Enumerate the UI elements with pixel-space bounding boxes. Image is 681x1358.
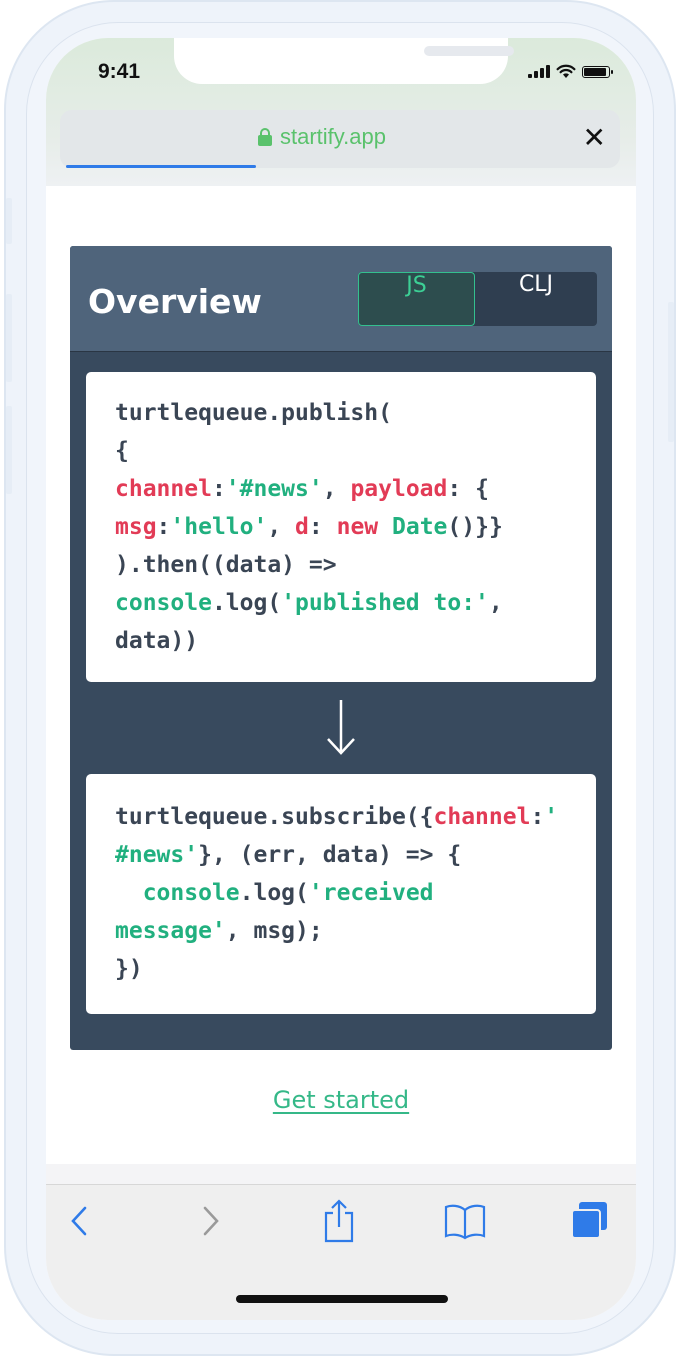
home-indicator[interactable] bbox=[236, 1295, 448, 1303]
code-token: , bbox=[322, 476, 351, 502]
code-line: data)) bbox=[115, 622, 596, 660]
code-token bbox=[378, 514, 392, 540]
browser-toolbar bbox=[46, 1184, 636, 1320]
code-token: : bbox=[530, 804, 545, 830]
tab-clj[interactable]: CLJ bbox=[518, 272, 554, 297]
page-bottom-strip bbox=[46, 1164, 636, 1186]
phone-screen: 9:41 startify.app ✕ Overview JS bbox=[46, 38, 636, 1320]
code-token: , bbox=[267, 514, 296, 540]
address-bar[interactable]: startify.app ✕ bbox=[60, 110, 620, 168]
subscribe-code-block: turtlequeue.subscribe({channel:'#news'},… bbox=[86, 774, 596, 1014]
code-token: '#news' bbox=[225, 476, 323, 502]
status-icons bbox=[528, 64, 613, 79]
get-started-container: Get started bbox=[46, 1086, 636, 1114]
browser-top-bar: 9:41 startify.app ✕ bbox=[46, 38, 636, 186]
code-token: .log( bbox=[239, 880, 309, 906]
code-token: channel bbox=[433, 804, 531, 830]
code-token: : bbox=[211, 476, 226, 502]
code-token: ' bbox=[544, 804, 559, 830]
url-text: startify.app bbox=[280, 124, 386, 149]
code-token: turtlequeue.subscribe({ bbox=[115, 804, 434, 830]
overview-title: Overview bbox=[88, 282, 262, 321]
code-line: channel:'#news', payload: { bbox=[115, 470, 596, 508]
publish-code-block: turtlequeue.publish({channel:'#news', pa… bbox=[86, 372, 596, 682]
code-token: : { bbox=[447, 476, 489, 502]
code-token: { bbox=[115, 438, 129, 464]
code-token bbox=[115, 880, 143, 906]
forward-icon[interactable] bbox=[186, 1199, 236, 1243]
lock-icon bbox=[258, 128, 272, 146]
code-token: data)) bbox=[115, 628, 199, 654]
code-token: 'published to:' bbox=[281, 590, 489, 616]
code-token: : bbox=[308, 514, 337, 540]
code-line: turtlequeue.publish( bbox=[115, 394, 596, 432]
back-icon[interactable] bbox=[54, 1199, 104, 1243]
share-icon[interactable] bbox=[314, 1199, 364, 1243]
code-token: : bbox=[156, 514, 171, 540]
code-token: payload bbox=[350, 476, 448, 502]
code-token: }) bbox=[115, 956, 143, 982]
mute-switch bbox=[6, 198, 12, 244]
code-line: console.log('received bbox=[115, 874, 596, 912]
code-token: channel bbox=[115, 476, 212, 502]
speaker-grille bbox=[424, 46, 514, 56]
overview-header: Overview JS CLJ bbox=[70, 246, 612, 352]
language-toggle: JS CLJ bbox=[358, 272, 597, 326]
overview-panel: Overview JS CLJ turtlequeue.publish( { cha… bbox=[70, 246, 612, 1050]
code-token: , msg); bbox=[225, 918, 323, 944]
code-line: console.log('published to:', bbox=[115, 584, 596, 622]
power-button bbox=[668, 302, 674, 442]
code-token: , bbox=[488, 590, 503, 616]
code-line: }) bbox=[115, 950, 596, 988]
close-icon[interactable]: ✕ bbox=[582, 121, 606, 154]
code-token: ).then((data) => bbox=[115, 552, 337, 578]
page-load-progress bbox=[66, 165, 257, 168]
code-token: .log( bbox=[211, 590, 282, 616]
code-line: turtlequeue.subscribe({channel:' bbox=[115, 798, 596, 836]
code-line: #news'}, (err, data) => { bbox=[115, 836, 596, 874]
notch bbox=[174, 38, 514, 84]
code-line: ).then((data) => bbox=[115, 546, 596, 584]
get-started-link[interactable]: Get started bbox=[272, 1086, 410, 1114]
arrow-down-icon bbox=[327, 700, 355, 755]
wifi-icon bbox=[556, 64, 576, 78]
status-time: 9:41 bbox=[98, 60, 141, 83]
code-token: }, (err, data) => { bbox=[198, 842, 462, 868]
volume-down-button bbox=[6, 406, 12, 494]
tabs-icon[interactable] bbox=[564, 1199, 614, 1243]
battery-icon bbox=[582, 65, 613, 78]
code-token: msg bbox=[115, 514, 157, 540]
code-token: 'received bbox=[308, 880, 434, 906]
code-line: { bbox=[115, 432, 596, 470]
code-token: d bbox=[295, 514, 309, 540]
code-token: Date bbox=[392, 514, 448, 540]
code-line: msg:'hello', d: new Date()}} bbox=[115, 508, 596, 546]
volume-up-button bbox=[6, 294, 12, 382]
url-display[interactable]: startify.app bbox=[258, 124, 386, 150]
tab-js[interactable]: JS bbox=[358, 272, 475, 326]
code-token: console bbox=[115, 590, 212, 616]
cellular-signal-icon bbox=[528, 65, 550, 78]
code-token: ()}} bbox=[447, 514, 503, 540]
bookmarks-icon[interactable] bbox=[440, 1199, 490, 1243]
code-token: message' bbox=[115, 918, 226, 944]
code-line: message', msg); bbox=[115, 912, 596, 950]
code-token: turtlequeue.publish( bbox=[115, 400, 392, 426]
code-token: 'hello' bbox=[170, 514, 268, 540]
code-token: new bbox=[336, 514, 379, 540]
code-token: #news' bbox=[115, 842, 199, 868]
code-token: console bbox=[142, 880, 240, 906]
